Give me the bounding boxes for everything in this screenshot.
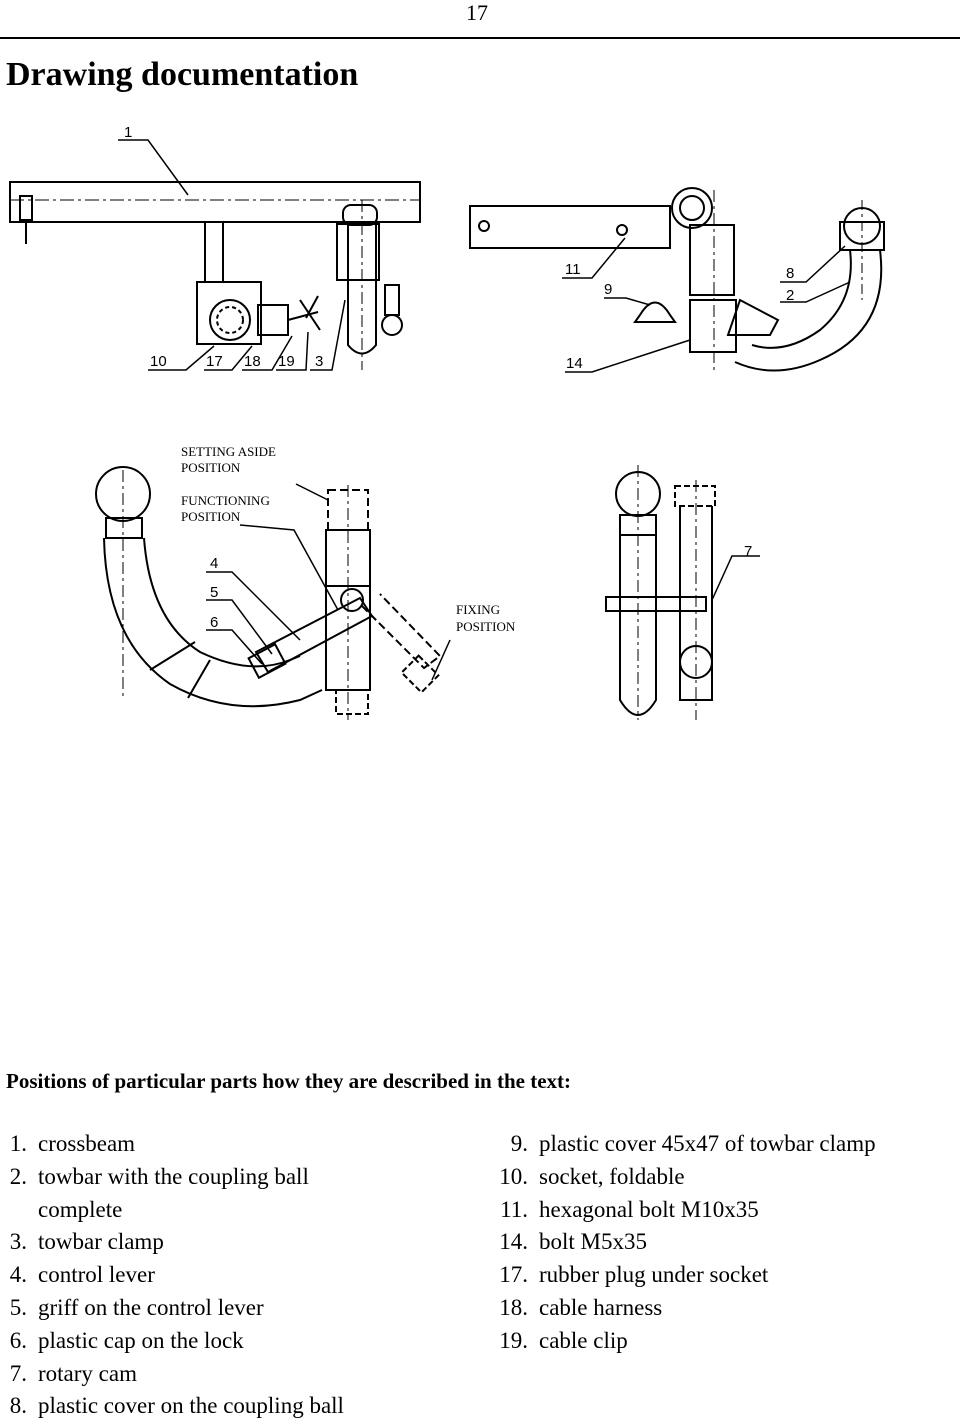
parts-list-right: 9. plastic cover 45x47 of towbar clamp 10.… (478, 1128, 960, 1358)
part-number: 18. (499, 1294, 528, 1320)
header-rule (0, 37, 960, 39)
callout-6: 6 (210, 614, 218, 631)
towbar-side-view-drawing (605, 465, 716, 720)
callout-11: 11 (565, 261, 581, 278)
callout-8: 8 (786, 265, 794, 282)
top-callout-labels: 1 10 17 18 19 3 11 9 8 2 14 (124, 124, 794, 372)
part-label: complete (38, 1196, 123, 1222)
functioning-position-label-line1: FUNCTIONING (181, 493, 270, 508)
part-item: 17. rubber plug under socket (478, 1259, 960, 1292)
towbar-positions-drawing (95, 466, 442, 720)
part-label: hexagonal bolt M10x35 (539, 1196, 759, 1222)
bottom-leader-lines (206, 483, 760, 681)
part-number: 7. (9, 1360, 27, 1386)
part-item: 6. plastic cap on the lock (0, 1325, 470, 1358)
part-label: socket, foldable (539, 1163, 685, 1189)
callout-9: 9 (604, 281, 612, 298)
part-item: complete (0, 1194, 470, 1227)
part-item: 8. plastic cover on the coupling ball (0, 1390, 470, 1423)
part-number: 4. (9, 1262, 27, 1288)
setting-aside-position-label-line2: POSITION (181, 460, 241, 475)
part-label: griff on the control lever (38, 1294, 264, 1320)
top-leader-lines (118, 139, 851, 373)
part-item: 3. towbar clamp (0, 1226, 470, 1259)
part-number: 3. (9, 1229, 27, 1255)
part-number: 8. (9, 1393, 27, 1419)
page-number: 17 (466, 0, 488, 25)
part-item: 9. plastic cover 45x47 of towbar clamp (478, 1128, 960, 1161)
part-item: 5. griff on the control lever (0, 1292, 470, 1325)
part-number: 1. (9, 1131, 27, 1156)
parts-list-left: 1. crossbeam 2. towbar with the coupling ba… (0, 1128, 470, 1423)
callout-7: 7 (744, 543, 752, 560)
page-title: Drawing documentation (6, 56, 359, 93)
part-label: bolt M5x35 (539, 1229, 647, 1255)
part-item: 10. socket, foldable (478, 1161, 960, 1194)
part-item: 18. cable harness (478, 1292, 960, 1325)
part-item: 1. crossbeam (0, 1128, 470, 1161)
part-label: plastic cover on the coupling ball (38, 1393, 344, 1419)
callout-1: 1 (124, 124, 132, 141)
part-label: plastic cap on the lock (38, 1327, 244, 1353)
callout-2: 2 (786, 287, 794, 304)
part-item: 4. control lever (0, 1259, 470, 1292)
part-label: crossbeam (38, 1131, 136, 1156)
callout-19: 19 (278, 353, 295, 370)
crossbeam-drawing (9, 181, 421, 370)
part-number: 17. (499, 1262, 528, 1288)
callout-18: 18 (244, 353, 261, 370)
part-label: rotary cam (38, 1360, 137, 1386)
part-number: 6. (9, 1327, 27, 1353)
part-number: 9. (510, 1131, 528, 1156)
callout-17: 17 (206, 353, 223, 370)
part-number: 2. (9, 1163, 27, 1189)
fixing-position-label-line1: FIXING (456, 602, 500, 617)
part-number: 14. (499, 1229, 528, 1255)
callout-3: 3 (315, 353, 323, 370)
part-item: 11. hexagonal bolt M10x35 (478, 1194, 960, 1227)
setting-aside-position-label-line1: SETTING ASIDE (181, 444, 276, 459)
callout-14: 14 (566, 355, 583, 372)
drawing-figure: 1 10 17 18 19 3 11 9 8 2 14 (9, 124, 885, 720)
part-number: 5. (9, 1294, 27, 1320)
bottom-callout-labels: 4 5 6 7 SETTING ASIDE POSITION FUNCTIONI… (181, 444, 752, 634)
part-label: rubber plug under socket (539, 1262, 769, 1288)
functioning-position-label-line2: POSITION (181, 509, 241, 524)
part-number: 10. (499, 1163, 528, 1189)
part-number: 11. (500, 1196, 528, 1222)
part-item: 14. bolt M5x35 (478, 1226, 960, 1259)
part-number: 19. (499, 1327, 528, 1353)
part-number (0, 1194, 38, 1227)
part-label: cable harness (539, 1294, 663, 1320)
part-label: control lever (38, 1262, 155, 1288)
callout-5: 5 (210, 584, 218, 601)
part-item: 2. towbar with the coupling ball (0, 1161, 470, 1194)
callout-10: 10 (150, 353, 167, 370)
part-item: 7. rotary cam (0, 1358, 470, 1391)
callout-4: 4 (210, 555, 218, 572)
part-label: cable clip (539, 1327, 628, 1353)
part-label: towbar clamp (38, 1229, 164, 1255)
fixing-position-label-line2: POSITION (456, 619, 516, 634)
part-item: 19. cable clip (478, 1325, 960, 1358)
towbar-top-right-drawing (469, 187, 885, 372)
parts-list-caption: Positions of particular parts how they a… (6, 1069, 572, 1093)
part-label: towbar with the coupling ball (38, 1163, 309, 1189)
part-label: plastic cover 45x47 of towbar clamp (539, 1131, 876, 1156)
